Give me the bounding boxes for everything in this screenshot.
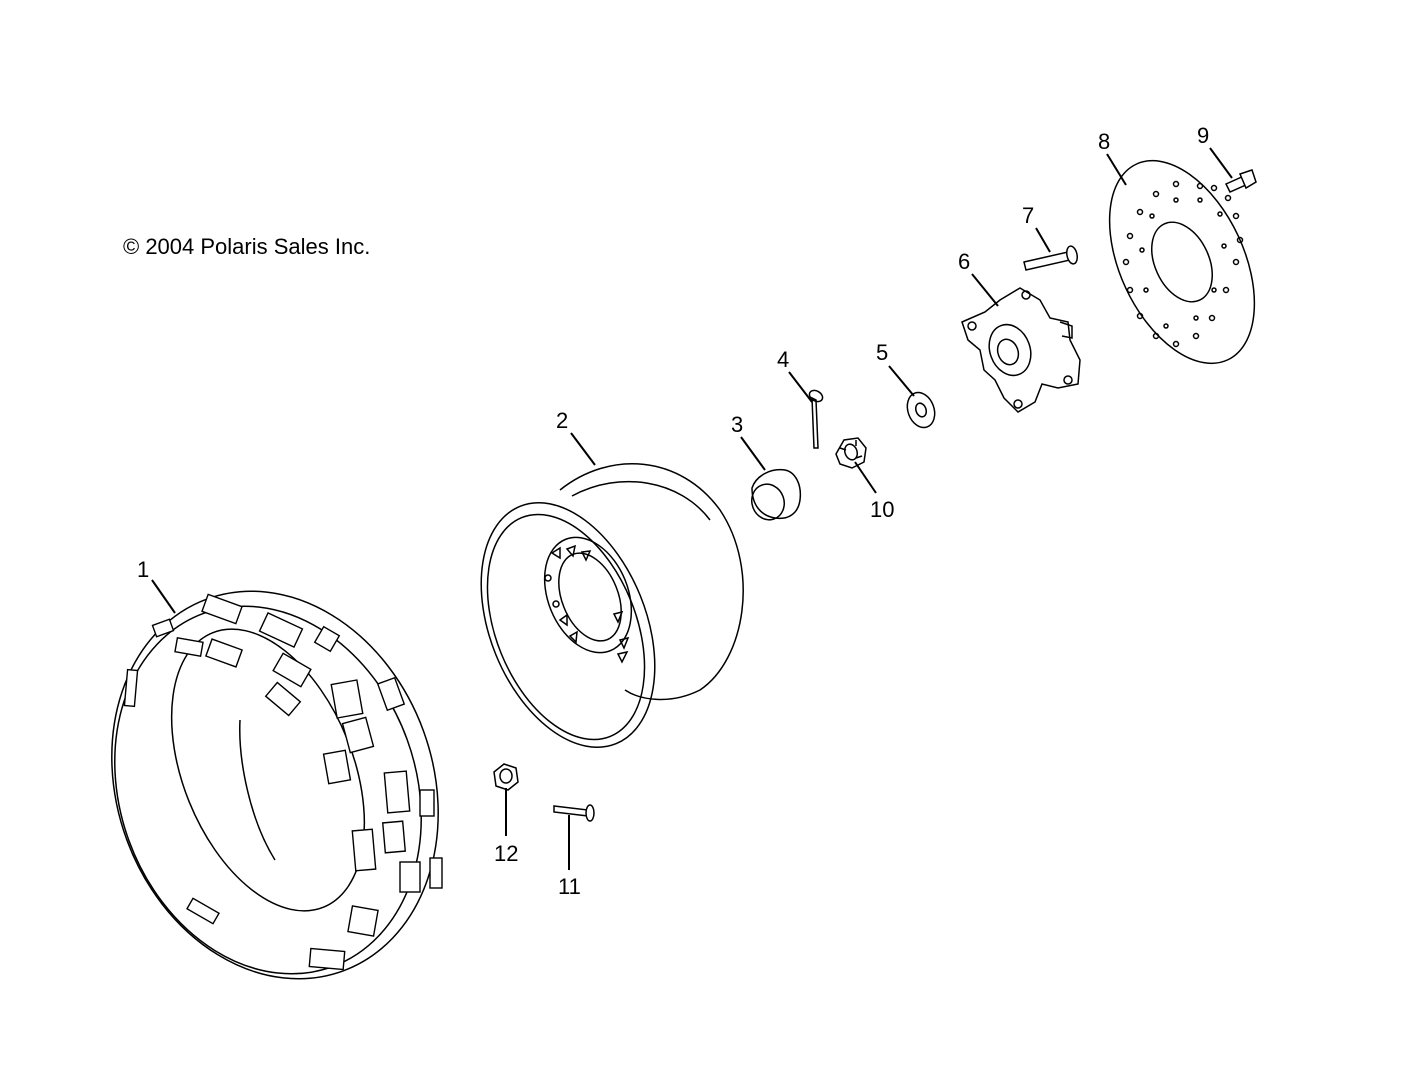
wheel-stud-part[interactable] [553, 804, 595, 822]
callout-8: 8 [1098, 129, 1110, 154]
hub-bolt-part[interactable] [1023, 245, 1079, 271]
callout-2: 2 [556, 408, 568, 433]
lug-nut-part[interactable] [493, 763, 519, 791]
washer-part[interactable] [903, 389, 940, 432]
hub-part[interactable] [961, 287, 1081, 413]
leader-line-2 [570, 432, 596, 466]
callout-10: 10 [870, 497, 894, 522]
brake-disc-part[interactable] [1080, 138, 1284, 386]
callout-5: 5 [876, 340, 888, 365]
leader-line-4 [788, 371, 813, 403]
callout-3: 3 [731, 412, 743, 437]
leader-line-7 [1035, 227, 1051, 253]
callout-labels: 1 2 3 4 5 6 7 8 9 10 11 12 [137, 123, 1209, 899]
leader-line-1 [151, 579, 176, 614]
leader-line-8 [1106, 153, 1127, 186]
hub-cap-part[interactable] [747, 468, 802, 525]
callout-6: 6 [958, 249, 970, 274]
wheel-part[interactable] [448, 463, 744, 773]
leader-lines [151, 147, 1233, 870]
leader-line-6 [971, 273, 999, 307]
leader-line-3 [740, 436, 766, 471]
callout-9: 9 [1197, 123, 1209, 148]
wheel-bolt-holes [544, 544, 630, 664]
callout-4: 4 [777, 347, 789, 372]
brake-disc-holes [1122, 180, 1244, 348]
leader-line-9 [1209, 147, 1233, 179]
cotter-pin-part[interactable] [807, 388, 824, 449]
callout-11: 11 [558, 874, 581, 899]
disc-bolt-part[interactable] [1224, 169, 1257, 193]
callout-1: 1 [137, 557, 149, 582]
leader-line-10 [854, 461, 877, 494]
tire-part[interactable] [59, 545, 491, 1025]
tire-tread-blocks [123, 593, 443, 971]
leader-line-5 [888, 365, 915, 397]
castle-nut-part[interactable] [835, 437, 867, 469]
callout-12: 12 [494, 841, 518, 866]
copyright-text: © 2004 Polaris Sales Inc. [123, 234, 371, 259]
callout-7: 7 [1022, 203, 1034, 228]
